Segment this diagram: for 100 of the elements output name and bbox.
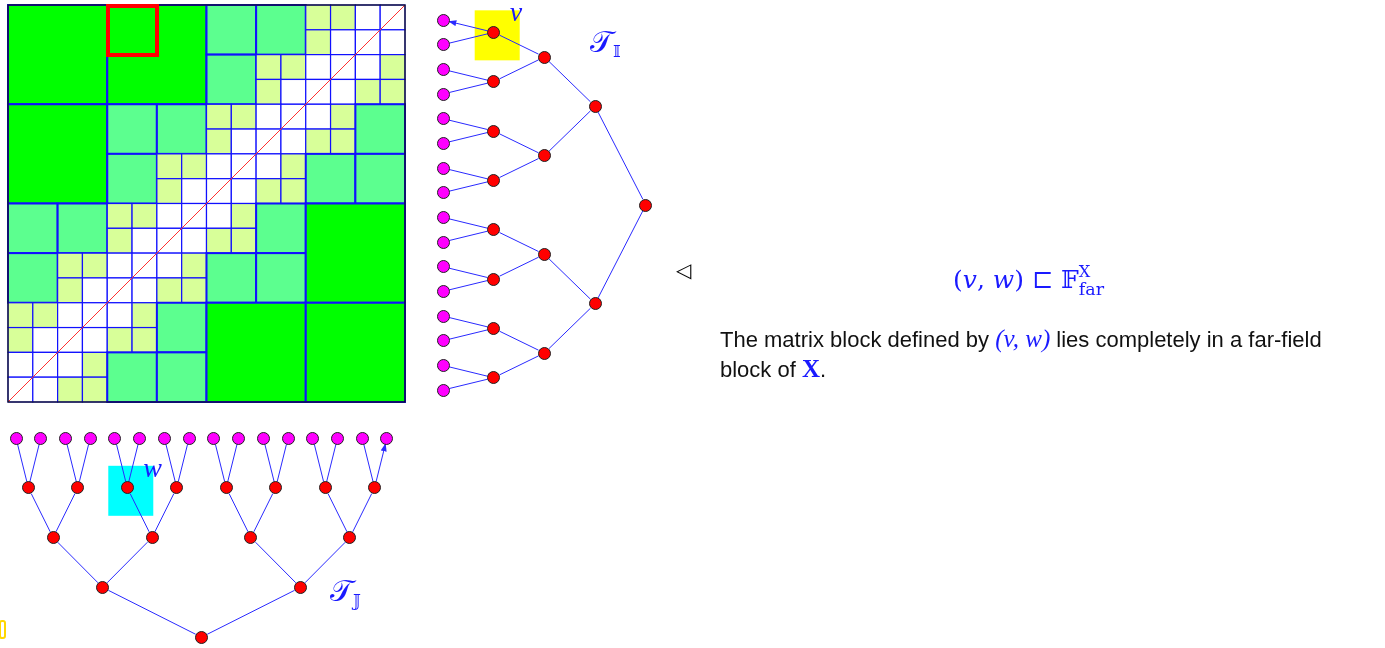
tree-node xyxy=(487,223,501,237)
tree-node xyxy=(368,481,382,495)
tree-edge xyxy=(448,378,488,389)
leaf-node xyxy=(436,136,450,150)
leaf-node xyxy=(281,431,295,445)
tree-edge xyxy=(448,317,488,328)
tree-edge xyxy=(57,541,99,584)
tree-edge xyxy=(499,355,540,376)
leaf-node xyxy=(157,431,171,445)
tree-edge xyxy=(206,589,296,635)
tree-node xyxy=(537,346,551,360)
leaf-node xyxy=(436,358,450,372)
tree-edge xyxy=(352,493,373,533)
tree-edge xyxy=(313,443,325,482)
tree-node xyxy=(46,531,60,545)
tree-edge xyxy=(255,541,297,584)
tree-edge xyxy=(30,493,51,533)
leaf-node xyxy=(436,383,450,397)
tree-edge xyxy=(227,443,238,482)
leaf-node xyxy=(436,13,450,27)
tree-edge xyxy=(363,443,374,482)
tree-edge xyxy=(214,443,226,482)
leaf-node xyxy=(436,235,450,249)
tree-edge xyxy=(154,493,175,533)
tree-node xyxy=(588,297,602,311)
description-text: The matrix block defined by (v, w) lies completely in a far-field block of X. xyxy=(720,324,1323,384)
tree-edge xyxy=(448,329,488,340)
leaf-node xyxy=(436,186,450,200)
tree-edge xyxy=(78,443,90,482)
tree-edge xyxy=(106,541,148,584)
tree-edge xyxy=(448,20,488,32)
leaf-node xyxy=(34,431,48,445)
tree-edge xyxy=(327,493,348,533)
tree-edge xyxy=(116,443,127,482)
tree-edge xyxy=(304,541,346,584)
tree-edge xyxy=(448,70,488,81)
tree-node xyxy=(244,531,258,545)
tree-edge xyxy=(448,169,488,180)
leaf-node xyxy=(436,112,450,126)
tree-edge xyxy=(128,443,139,482)
leaf-node xyxy=(182,431,196,445)
tree-edge xyxy=(448,280,488,291)
tree-edge xyxy=(499,158,540,178)
tree-edge xyxy=(326,443,337,482)
tree-edge xyxy=(548,307,591,349)
tree-node xyxy=(487,173,501,187)
tree-node xyxy=(219,481,233,495)
leaf-node xyxy=(436,334,450,348)
leaf-node xyxy=(436,62,450,76)
tree-node xyxy=(145,531,159,545)
tree-edge xyxy=(499,232,540,252)
leaf-node xyxy=(436,309,450,323)
leaf-node xyxy=(9,431,23,445)
tree-edge xyxy=(448,267,488,278)
tree-edge xyxy=(448,119,488,130)
tree-edge xyxy=(165,443,176,482)
tree-label: 𝒯$_{𝕀}$ xyxy=(590,24,621,61)
leaf-node xyxy=(436,87,450,101)
tree-edge xyxy=(448,33,488,44)
leaf-node xyxy=(380,431,394,445)
tree-edge xyxy=(448,82,488,93)
leaf-node xyxy=(207,431,221,445)
tree-edge xyxy=(448,218,488,229)
tree-node xyxy=(588,99,602,113)
tree-node xyxy=(293,580,307,594)
tree-edge xyxy=(107,589,197,635)
tree-edge xyxy=(499,59,540,80)
tree-node xyxy=(269,481,283,495)
tree-node xyxy=(487,371,501,385)
tree-edge xyxy=(448,230,488,241)
tree-node xyxy=(487,321,501,335)
tree-edge xyxy=(597,111,644,200)
tree-edge xyxy=(55,493,76,533)
tree-edge xyxy=(499,133,540,154)
leaf-node xyxy=(306,431,320,445)
leaf-node xyxy=(355,431,369,445)
tree-node xyxy=(21,481,35,495)
tree-node xyxy=(71,481,85,495)
tree-edge xyxy=(264,443,275,482)
tree-node xyxy=(639,198,653,212)
tree-edge xyxy=(499,330,540,351)
tree-edge xyxy=(177,443,189,482)
leaf-node xyxy=(133,431,147,445)
node-label: w xyxy=(143,453,162,482)
leaf-node xyxy=(436,284,450,298)
tree-edge xyxy=(548,110,591,152)
tree-edge xyxy=(499,34,540,55)
tree-edge xyxy=(253,493,274,533)
tree-node xyxy=(537,247,551,261)
tree-node xyxy=(96,580,110,594)
tree-edge xyxy=(375,443,387,482)
tree-edge xyxy=(548,61,591,103)
tree-node xyxy=(487,272,501,286)
leaf-node xyxy=(436,210,450,224)
tree-node xyxy=(318,481,332,495)
tree-edge xyxy=(499,256,540,277)
tree-edge xyxy=(448,181,488,192)
tree-edge xyxy=(29,443,40,482)
tree-edge xyxy=(448,132,488,143)
tree-edge xyxy=(228,493,249,533)
